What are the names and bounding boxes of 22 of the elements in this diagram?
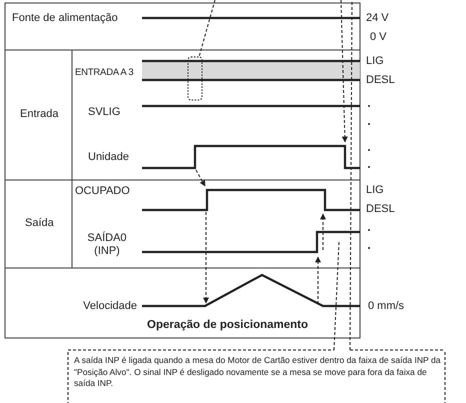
row-header: Saída xyxy=(25,217,54,230)
row-header: Entrada xyxy=(20,108,59,121)
leader-line xyxy=(350,0,352,350)
level-label: LIG xyxy=(366,55,384,68)
signal-name: Unidade xyxy=(88,151,129,164)
dashed-line xyxy=(198,0,216,58)
leader-line xyxy=(334,242,340,350)
highlight-box xyxy=(188,56,202,100)
level-label: 0 V xyxy=(370,31,387,44)
signal-name: Velocidade xyxy=(82,300,137,313)
note-text: A saída INP é ligada quando a mesa do Motor de Cartão estiver dentro da faixa de saída INP da "Posição Alvo". O sinal INP é desligado novamente se a mesa se move para fora da faixa de saída INP. xyxy=(70,353,450,392)
signal-name: SAÍDA0 (INP) xyxy=(86,232,128,258)
level-label: DESL xyxy=(366,74,395,87)
level-label: 24 V xyxy=(366,12,389,25)
level-label: 0 mm/s xyxy=(368,300,404,313)
level-label: DESL xyxy=(366,203,395,216)
level-label: LIG xyxy=(366,184,384,197)
signal-name: OCUPADO xyxy=(75,185,130,198)
signal-name: SVLIG xyxy=(88,106,120,119)
signal-name: ENTRADA A 3 xyxy=(75,66,134,79)
chart-caption: Operação de posicionamento xyxy=(147,319,308,332)
row-header: Fonte de alimentação xyxy=(12,12,118,25)
